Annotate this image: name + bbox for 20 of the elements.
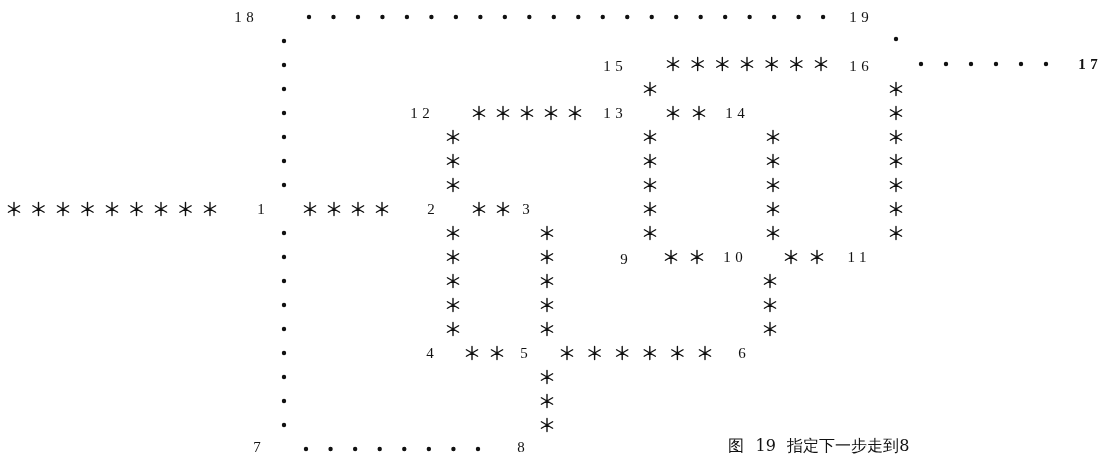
node-number: 10 bbox=[718, 249, 748, 265]
node-number: 4 bbox=[421, 345, 439, 361]
node-number: 16 bbox=[844, 58, 874, 74]
node-number: 13 bbox=[598, 105, 628, 121]
node-number: 7 bbox=[248, 439, 266, 455]
node-number: 17 bbox=[1073, 56, 1103, 72]
node-number: 1 bbox=[252, 201, 270, 217]
node-number: 5 bbox=[515, 345, 533, 361]
node-number: 8 bbox=[512, 439, 530, 455]
node-number: 3 bbox=[517, 201, 535, 217]
node-number: 2 bbox=[422, 201, 440, 217]
figure-caption: 图 19 指定下一步走到8 bbox=[728, 436, 910, 457]
node-number: 12 bbox=[405, 105, 435, 121]
node-number: 9 bbox=[615, 251, 633, 267]
node-number: 19 bbox=[844, 9, 874, 25]
node-number: 18 bbox=[229, 9, 259, 25]
node-number: 11 bbox=[843, 249, 871, 265]
node-number: 14 bbox=[720, 105, 750, 121]
node-number: 15 bbox=[598, 58, 628, 74]
node-number: 6 bbox=[733, 345, 751, 361]
